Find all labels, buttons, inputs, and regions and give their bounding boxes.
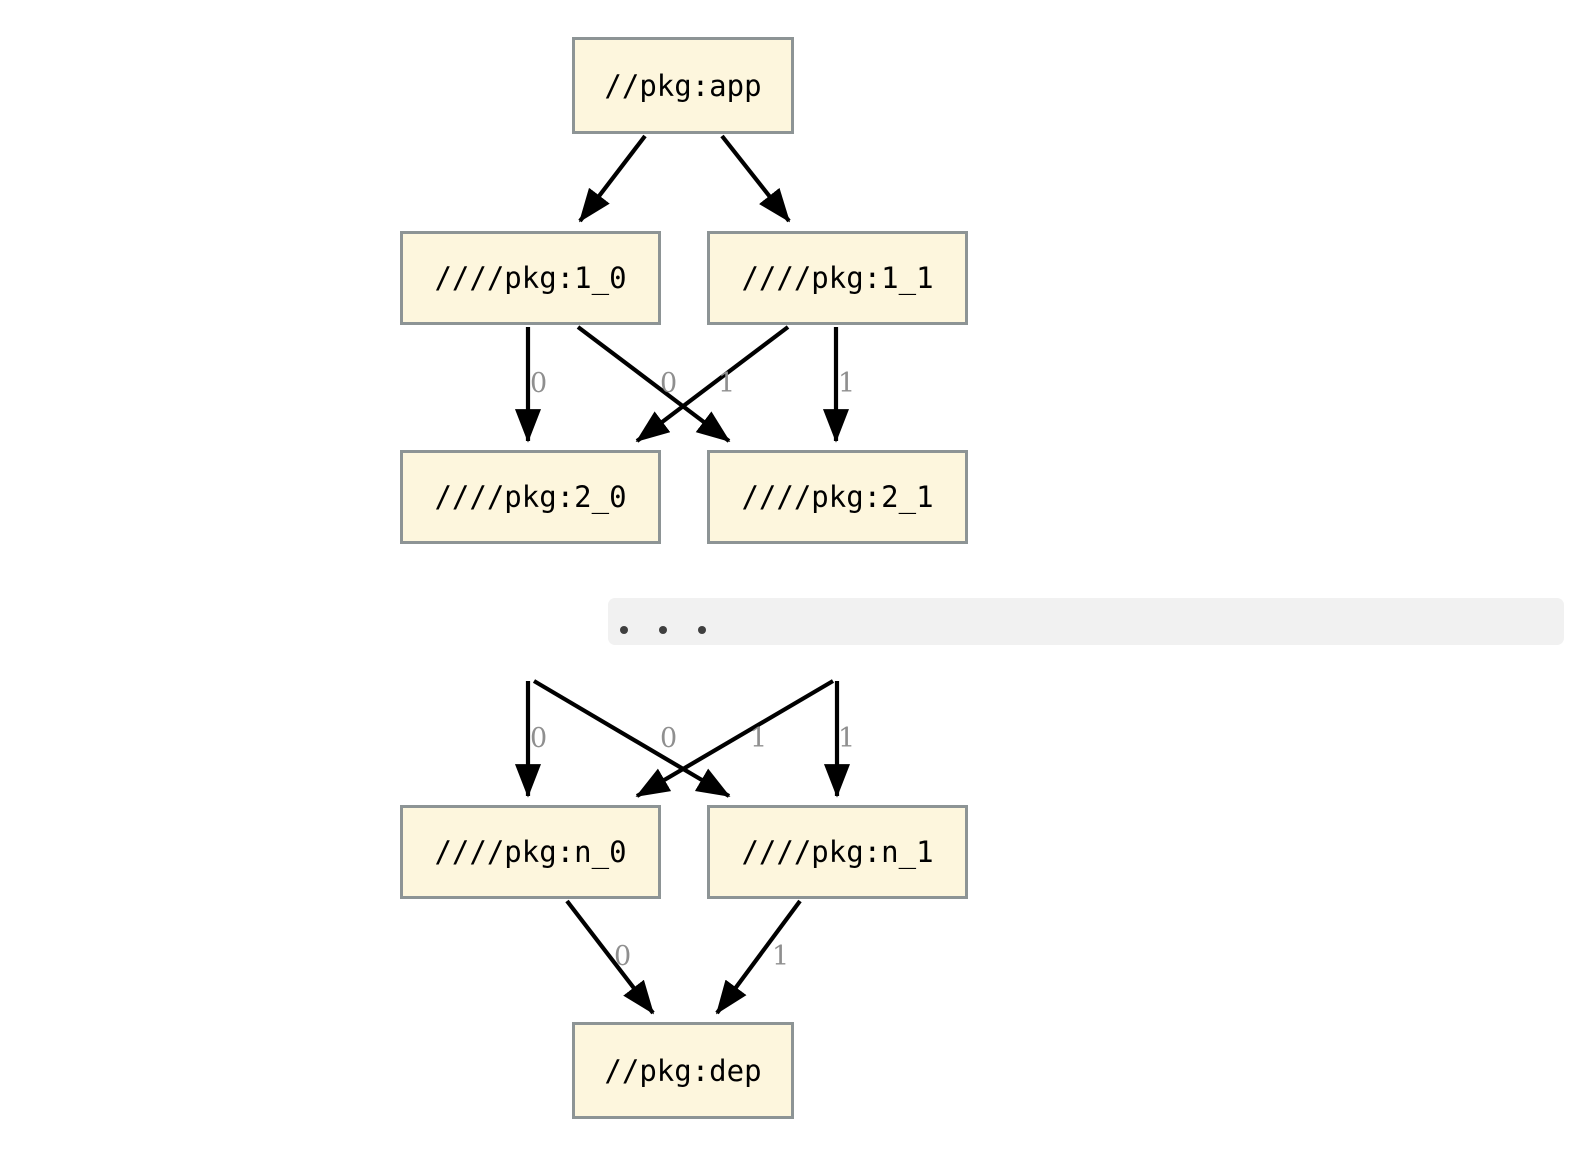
ellipsis-dots <box>620 626 737 634</box>
edge-label: 0 <box>614 941 632 972</box>
edge-label: 0 <box>660 368 678 399</box>
node-pkg-1_0[interactable]: ////pkg:1_0 <box>400 231 661 325</box>
edge-1_1-to-2_0 <box>635 325 790 443</box>
node-label: ////pkg:n_1 <box>741 835 934 869</box>
node-label: ////pkg:n_0 <box>434 835 627 869</box>
node-pkg-2_1[interactable]: ////pkg:2_1 <box>707 450 968 544</box>
node-app[interactable]: //pkg:app <box>572 37 794 134</box>
edge-app-to-1_0 <box>578 134 647 223</box>
edge-label: 1 <box>772 941 790 972</box>
edge-label: 1 <box>838 723 856 754</box>
edge-above-to-n_1-cross <box>532 679 731 798</box>
edge-n_1-to-dep <box>715 899 802 1015</box>
node-label: ////pkg:2_0 <box>434 480 627 514</box>
edge-label: 1 <box>750 723 768 754</box>
edge-label: 1 <box>718 368 736 399</box>
ellipsis-dot-icon <box>620 626 628 634</box>
node-label: ////pkg:1_0 <box>434 261 627 295</box>
node-pkg-n_0[interactable]: ////pkg:n_0 <box>400 805 661 899</box>
edge-label: 0 <box>660 723 678 754</box>
edge-label: 1 <box>838 368 856 399</box>
edge-n_0-to-dep <box>565 899 655 1015</box>
node-label: //pkg:app <box>604 68 762 103</box>
ellipsis-dot-icon <box>659 626 667 634</box>
node-pkg-2_0[interactable]: ////pkg:2_0 <box>400 450 661 544</box>
node-label: //pkg:dep <box>604 1053 762 1088</box>
node-label: ////pkg:2_1 <box>741 480 934 514</box>
node-label: ////pkg:1_1 <box>741 261 934 295</box>
ellipsis-separator <box>608 598 1564 645</box>
edge-above-to-n_0-cross <box>635 679 835 798</box>
edge-1_0-to-2_1 <box>576 325 731 443</box>
node-dep[interactable]: //pkg:dep <box>572 1022 794 1119</box>
ellipsis-dot-icon <box>698 626 706 634</box>
node-pkg-1_1[interactable]: ////pkg:1_1 <box>707 231 968 325</box>
edge-app-to-1_1 <box>720 134 791 223</box>
node-pkg-n_1[interactable]: ////pkg:n_1 <box>707 805 968 899</box>
edge-label: 0 <box>530 368 548 399</box>
edge-label: 0 <box>530 723 548 754</box>
